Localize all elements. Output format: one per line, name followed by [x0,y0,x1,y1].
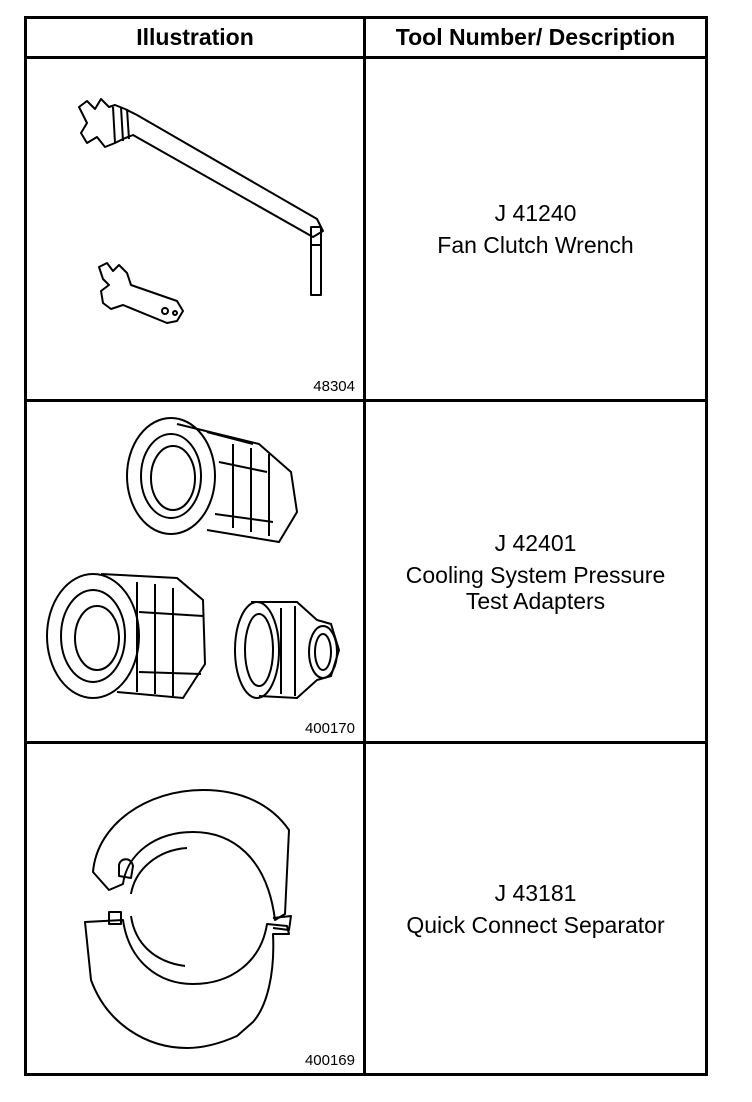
table-header: Illustration Tool Number/ Description [27,19,705,59]
figure-number: 48304 [313,378,355,395]
illustration-header: Illustration [136,24,254,50]
tool-description-cell: J 42401 Cooling System Pressure Test Ada… [366,402,705,741]
tool-number: J 41240 [494,200,577,226]
tool-number: J 43181 [494,879,577,906]
tool-description-cell: J 41240 Fan Clutch Wrench [366,59,705,399]
pressure-adapters-illustration: 400170 [27,402,363,741]
tool-description-cell: J 43181 Quick Connect Separator [366,744,705,1073]
table-row: 400170 J 42401 Cooling System Pressure T… [27,402,705,744]
adapters-drawing [46,417,341,700]
tool-number: J 42401 [494,529,577,556]
quick-connect-separator-illustration: 400169 [27,744,363,1073]
fan-clutch-wrench-illustration: 48304 [27,59,363,399]
table-row: 48304 J 41240 Fan Clutch Wrench [27,59,705,402]
figure-number: 400170 [304,720,355,737]
column-divider [363,19,366,1073]
table-row: 400169 J 43181 Quick Connect Separator [27,744,705,1073]
figure-number: 400169 [304,1052,355,1069]
description-header: Tool Number/ Description [395,24,676,50]
tool-description: Cooling System Pressure Test Adapters [405,561,666,614]
tool-description: Fan Clutch Wrench [437,232,634,258]
tool-table: Illustration Tool Number/ Description [24,16,708,1076]
separator-drawing [84,789,292,1049]
tool-description: Quick Connect Separator [406,911,665,938]
wrench-drawing [78,98,324,324]
